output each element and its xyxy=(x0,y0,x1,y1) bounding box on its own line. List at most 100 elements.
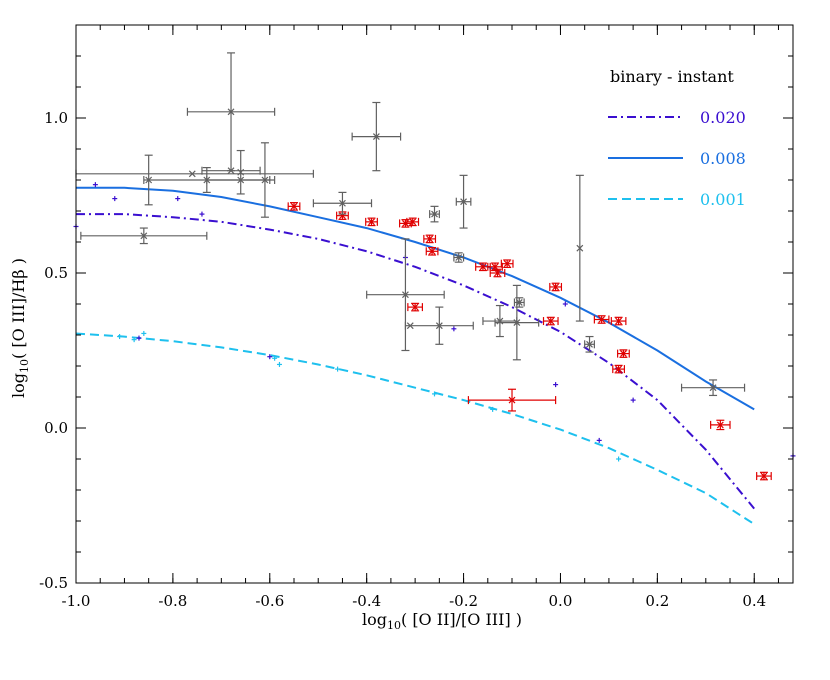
errorbar-center xyxy=(615,317,623,325)
errorbar-center xyxy=(460,198,467,206)
y-tick-label: 1.0 xyxy=(44,109,68,127)
y-tick-label: 0.5 xyxy=(44,264,68,282)
plus-marker xyxy=(141,330,147,336)
x-tick-label: -0.4 xyxy=(352,592,381,610)
plus-marker xyxy=(451,326,457,332)
errorbar-center xyxy=(426,235,434,243)
plus-marker xyxy=(616,456,622,462)
plus-marker xyxy=(131,337,137,343)
errorbar-center xyxy=(479,263,487,271)
errorbar-point xyxy=(593,315,610,324)
errorbar-center xyxy=(620,350,627,358)
errorbar-point xyxy=(80,227,208,245)
x-tick-label: 0.4 xyxy=(742,592,766,610)
errorbar-center xyxy=(435,322,443,330)
errorbar-center xyxy=(290,202,298,210)
y-axis-label: log10( [O III]/Hβ ) xyxy=(9,258,31,398)
errorbar-center xyxy=(237,168,245,176)
plus-marker xyxy=(562,301,568,307)
errorbar-point xyxy=(584,335,595,353)
errorbar-center xyxy=(411,303,419,311)
errorbar-point xyxy=(423,234,437,244)
errorbar-point xyxy=(710,419,731,431)
errorbar-point xyxy=(617,349,630,358)
plus-marker xyxy=(630,397,636,403)
errorbar-point xyxy=(201,166,261,175)
errorbar-point xyxy=(542,316,559,326)
plus-marker xyxy=(553,382,559,388)
errorbar-center xyxy=(428,247,436,255)
errorbar-point xyxy=(206,176,276,184)
errorbar-point xyxy=(500,259,514,269)
errorbar-center xyxy=(709,384,717,392)
legend-label-0.020: 0.020 xyxy=(700,108,746,127)
errorbar-center xyxy=(188,170,196,178)
errorbar-center xyxy=(372,133,380,141)
errorbar-point xyxy=(575,174,584,322)
errorbar-point xyxy=(312,191,373,215)
errorbar-center xyxy=(576,244,584,252)
x-axis-label: log10( [O II]/[O III] ) xyxy=(362,610,522,632)
errorbar-center xyxy=(140,232,148,240)
x-tick-label: -0.2 xyxy=(449,592,478,610)
legend-label-0.001: 0.001 xyxy=(700,190,746,209)
errorbar-center xyxy=(491,263,499,271)
errorbar-point xyxy=(549,282,563,292)
plus-marker xyxy=(276,361,282,367)
errorbar-center xyxy=(513,319,521,327)
errorbar-point xyxy=(186,52,276,172)
model-curve-0.001 xyxy=(75,332,755,525)
errorbar-point xyxy=(453,252,465,263)
errorbar-point xyxy=(351,101,402,172)
errorbar-point xyxy=(287,202,301,211)
x-tick-label: 0.0 xyxy=(549,592,573,610)
errorbar-center xyxy=(598,316,606,323)
errorbar-point xyxy=(75,169,314,178)
x-tick-label: -1.0 xyxy=(62,592,91,610)
errorbar-center xyxy=(515,299,523,306)
model-curve-0.020 xyxy=(76,213,755,510)
errorbar-center xyxy=(494,269,501,277)
model-curve-0.008 xyxy=(76,186,755,411)
errorbar-point xyxy=(429,205,440,223)
errorbar-point xyxy=(467,388,557,412)
errorbar-center xyxy=(227,167,235,175)
errorbar-center xyxy=(586,340,593,348)
data-points xyxy=(73,52,796,481)
plus-marker xyxy=(267,354,273,360)
model-curves xyxy=(75,186,755,525)
errorbar-center xyxy=(760,472,768,480)
y-tick-label: -0.5 xyxy=(39,574,68,592)
errorbar-center xyxy=(237,176,245,184)
errorbar-point xyxy=(455,174,472,229)
errorbar-point xyxy=(404,306,474,345)
y-tick-label: 0.0 xyxy=(44,419,68,437)
errorbar-point xyxy=(366,238,445,352)
errorbar-point xyxy=(236,149,245,195)
errorbar-center xyxy=(615,365,623,373)
errorbar-center xyxy=(431,210,438,218)
plus-marker xyxy=(335,366,341,372)
errorbar-center xyxy=(227,108,235,116)
plus-marker xyxy=(117,334,123,340)
x-tick-label: -0.6 xyxy=(255,592,284,610)
plus-marker xyxy=(92,182,98,188)
errorbar-point xyxy=(610,316,627,326)
plus-marker xyxy=(272,355,278,361)
plot-frame xyxy=(75,24,794,584)
errorbar-center xyxy=(409,218,417,226)
errorbar-center xyxy=(508,396,516,404)
errorbar-point xyxy=(482,304,518,338)
errorbar-center xyxy=(547,317,555,325)
plus-marker xyxy=(596,437,602,443)
errorbar-point xyxy=(494,284,540,361)
errorbar-center xyxy=(455,254,463,261)
errorbar-center xyxy=(716,421,724,429)
plus-marker xyxy=(136,335,142,341)
errorbar-center xyxy=(339,199,346,207)
errorbar-point xyxy=(425,246,439,256)
errorbar-point xyxy=(489,268,506,278)
errorbar-point xyxy=(756,471,772,481)
